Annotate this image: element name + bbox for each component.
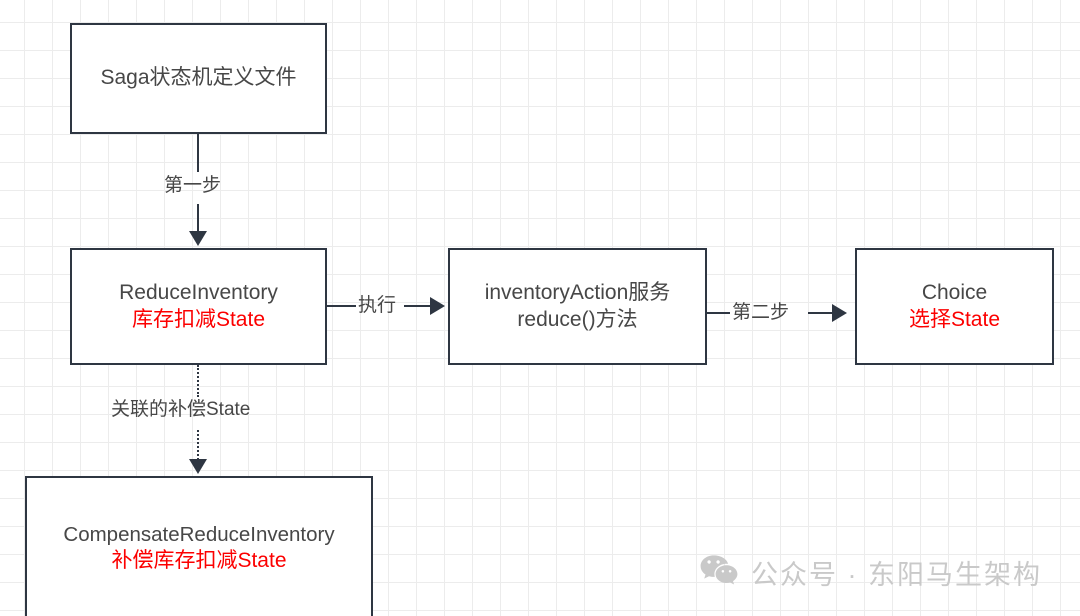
- node-choice: Choice 选择State: [855, 248, 1054, 365]
- watermark: 公众号 · 东阳马生架构: [700, 553, 1042, 592]
- watermark-text: 公众号 · 东阳马生架构: [751, 560, 1042, 590]
- node-title: Saga状态机定义文件: [100, 66, 297, 90]
- node-title: CompensateReduceInventory: [63, 522, 335, 546]
- node-subtitle: 库存扣减State: [131, 307, 266, 331]
- edge-step2-line-right: [808, 312, 832, 314]
- node-compensate-reduce-inventory: CompensateReduceInventory 补偿库存扣减State: [25, 476, 373, 616]
- node-subtitle: reduce()方法: [517, 307, 638, 331]
- edge-execute-line-left: [327, 305, 356, 307]
- node-title: ReduceInventory: [119, 280, 278, 304]
- edge-compensation-dotted-lower: [197, 430, 199, 460]
- wechat-icon: [700, 554, 738, 591]
- node-reduce-inventory: ReduceInventory 库存扣减State: [70, 248, 327, 365]
- edge-compensation-dotted-upper: [197, 365, 199, 397]
- edge-label-step2: 第二步: [732, 302, 790, 323]
- node-title: inventoryAction服务: [484, 280, 671, 304]
- node-title: Choice: [921, 280, 988, 304]
- node-subtitle: 选择State: [908, 307, 1001, 331]
- edge-execute-line-right: [404, 305, 430, 307]
- edge-label-compensation: 关联的补偿State: [111, 399, 251, 420]
- edge-step1-line-lower: [197, 204, 199, 232]
- edge-step1-arrowhead: [189, 231, 207, 246]
- edge-execute-arrowhead: [430, 297, 445, 315]
- edge-step1-line-upper: [197, 134, 199, 172]
- edge-label-step1: 第一步: [164, 175, 222, 196]
- edge-label-execute: 执行: [358, 295, 397, 316]
- edge-compensation-arrowhead: [189, 459, 207, 474]
- node-inventory-action-service: inventoryAction服务 reduce()方法: [448, 248, 707, 365]
- edge-step2-line-left: [707, 312, 730, 314]
- node-subtitle: 补偿库存扣减State: [111, 549, 287, 573]
- edge-step2-arrowhead: [832, 304, 847, 322]
- node-saga-definition-file: Saga状态机定义文件: [70, 23, 327, 134]
